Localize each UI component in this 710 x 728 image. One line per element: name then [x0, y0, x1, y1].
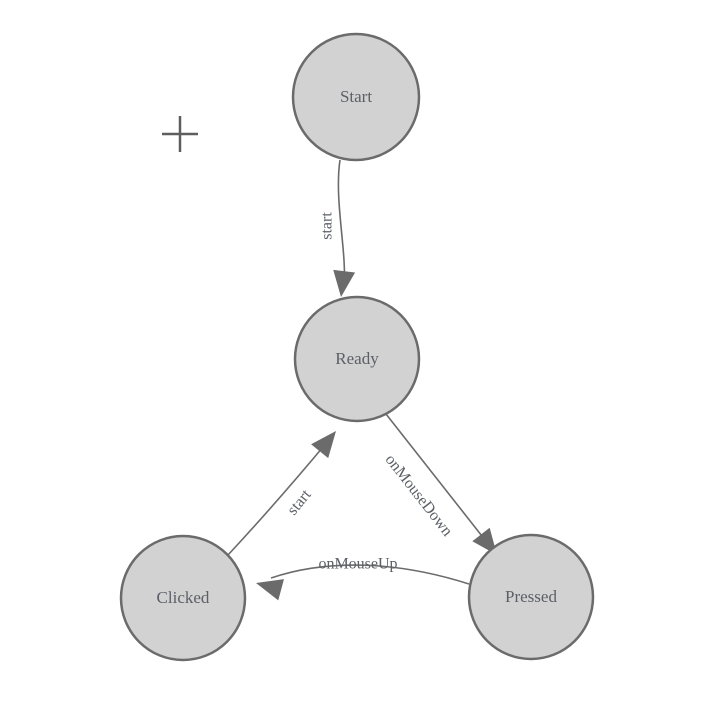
crosshair-marker	[162, 116, 198, 152]
arrowhead	[256, 579, 284, 601]
state-node-label: Start	[340, 87, 372, 106]
arrowhead	[311, 431, 336, 459]
state-node-label: Ready	[335, 349, 379, 368]
edge-line	[337, 159, 346, 286]
state-node-start[interactable]: Start	[291, 32, 421, 162]
edge-line	[227, 440, 329, 556]
edge-layer	[227, 159, 497, 601]
state-node-label: Clicked	[157, 588, 210, 607]
edge-label-clicked-to-ready: start	[284, 486, 315, 519]
edge-line	[270, 564, 470, 585]
edge-line	[385, 413, 490, 546]
edge-label-pressed-to-clicked: onMouseUp	[318, 556, 397, 573]
state-circle[interactable]	[119, 534, 247, 662]
state-circle[interactable]	[291, 32, 421, 162]
edge-label-start-to-ready: start	[319, 212, 336, 240]
state-node-pressed[interactable]: Pressed	[467, 533, 595, 661]
arrowhead	[333, 269, 356, 297]
edge-pressed-to-clicked[interactable]	[253, 564, 470, 601]
edge-start-to-ready[interactable]	[330, 159, 356, 298]
state-node-ready[interactable]: Ready	[293, 295, 421, 423]
state-circle[interactable]	[467, 533, 595, 661]
edge-label-ready-to-pressed: onMouseDown	[382, 451, 456, 539]
state-node-label: Pressed	[505, 587, 557, 606]
state-circle[interactable]	[293, 295, 421, 423]
edge-clicked-to-ready[interactable]	[227, 424, 345, 556]
state-node-clicked[interactable]: Clicked	[119, 534, 247, 662]
